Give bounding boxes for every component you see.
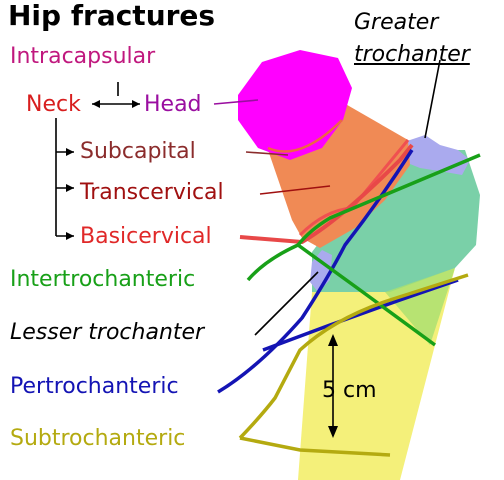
subcapital-fracture-line bbox=[267, 119, 343, 153]
distance-arrow-top bbox=[328, 334, 338, 346]
arrow-subcapital bbox=[66, 148, 74, 156]
arrow-basicervical bbox=[66, 232, 74, 240]
classification-bracket bbox=[55, 82, 140, 237]
label-basicervical: Basicervical bbox=[80, 224, 212, 249]
label-head: Head bbox=[144, 92, 202, 117]
arrow-neck bbox=[92, 100, 100, 108]
label-intracapsular: Intracapsular bbox=[10, 44, 156, 69]
label-subcapital: Subcapital bbox=[80, 139, 196, 164]
intertrochanteric-fracture-line-2 bbox=[296, 243, 437, 347]
label-intertrochanteric: Intertrochanteric bbox=[10, 267, 196, 292]
arrow-transcervical bbox=[66, 184, 74, 192]
pertrochanteric-fracture-line-2 bbox=[262, 278, 459, 352]
label-distance: 5 cm bbox=[322, 378, 377, 403]
leader-head bbox=[213, 99, 259, 105]
subtrochanteric-fracture-line-2 bbox=[239, 436, 391, 457]
femoral-head-shape bbox=[238, 50, 352, 160]
leader-greater-trochanter bbox=[424, 59, 441, 139]
label-pertrochanteric: Pertrochanteric bbox=[10, 374, 179, 399]
label-greater-trochanter-line2: trochanter bbox=[354, 42, 470, 67]
subtrochanteric-fracture-line bbox=[238, 273, 469, 440]
leader-transcervical bbox=[259, 185, 331, 195]
label-greater-trochanter-line1: Greater bbox=[354, 10, 439, 35]
label-transcervical: Transcervical bbox=[80, 180, 224, 205]
label-lesser-trochanter: Lesser trochanter bbox=[10, 320, 205, 345]
distance-arrow-bottom bbox=[328, 426, 338, 438]
diagram-title: Hip fractures bbox=[8, 0, 216, 32]
arrow-head bbox=[132, 100, 140, 108]
label-subtrochanteric: Subtrochanteric bbox=[10, 426, 186, 451]
leader-subcapital bbox=[245, 151, 289, 156]
leader-lesser-trochanter bbox=[254, 271, 319, 336]
label-neck: Neck bbox=[26, 92, 81, 117]
intertrochanteric-region bbox=[312, 150, 480, 292]
